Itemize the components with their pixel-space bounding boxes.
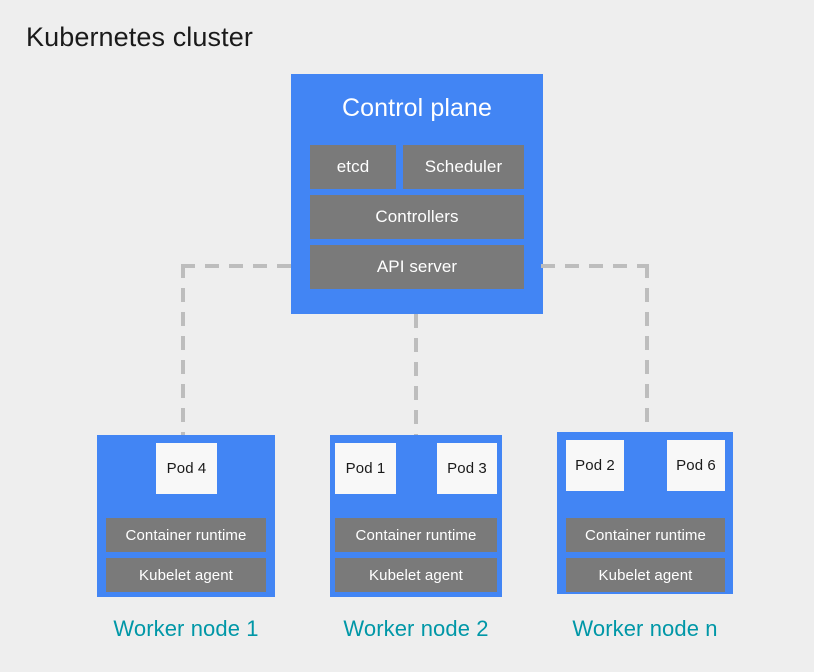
- worker-node-2-kubelet-agent: Kubelet agent: [335, 558, 497, 592]
- connector-api-server-to-worker-node-2-vertical: [414, 314, 418, 436]
- control-plane-component-api-server: API server: [310, 245, 524, 289]
- page-title: Kubernetes cluster: [26, 22, 253, 52]
- control-plane-component-controllers: Controllers: [310, 195, 524, 239]
- worker-node-1-caption: Worker node 1: [113, 616, 259, 641]
- control-plane-component-etcd: etcd: [310, 145, 396, 189]
- connector-api-server-to-worker-node-1-horizontal: [181, 264, 293, 268]
- worker-node-1-container-runtime: Container runtime: [106, 518, 266, 552]
- pod-box: Pod 2: [566, 440, 624, 491]
- connector-api-server-to-worker-node-1-vertical: [181, 264, 185, 436]
- worker-node-2-caption: Worker node 2: [343, 616, 489, 641]
- worker-node-n-container-runtime: Container runtime: [566, 518, 725, 552]
- worker-node-1-box: Pod 4 Container runtime Kubelet agent: [97, 435, 275, 597]
- worker-node-1-kubelet-agent: Kubelet agent: [106, 558, 266, 592]
- pod-box: Pod 3: [437, 443, 497, 494]
- control-plane-component-scheduler: Scheduler: [403, 145, 524, 189]
- control-plane-title: Control plane: [341, 94, 492, 122]
- pod-box: Pod 4: [156, 443, 217, 494]
- worker-node-2-box: Pod 1 Pod 3 Container runtime Kubelet ag…: [330, 435, 502, 597]
- worker-node-2-container-runtime: Container runtime: [335, 518, 497, 552]
- control-plane-box: Control plane etcd Scheduler Controllers…: [291, 74, 543, 314]
- pod-box: Pod 6: [667, 440, 725, 491]
- connector-api-server-to-worker-node-n-horizontal: [541, 264, 649, 268]
- worker-node-n-kubelet-agent: Kubelet agent: [566, 558, 725, 592]
- pod-box: Pod 1: [335, 443, 396, 494]
- connector-api-server-to-worker-node-n-vertical: [645, 264, 649, 436]
- worker-node-n-caption: Worker node n: [572, 616, 718, 641]
- worker-node-n-box: Pod 2 Pod 6 Container runtime Kubelet ag…: [557, 432, 733, 594]
